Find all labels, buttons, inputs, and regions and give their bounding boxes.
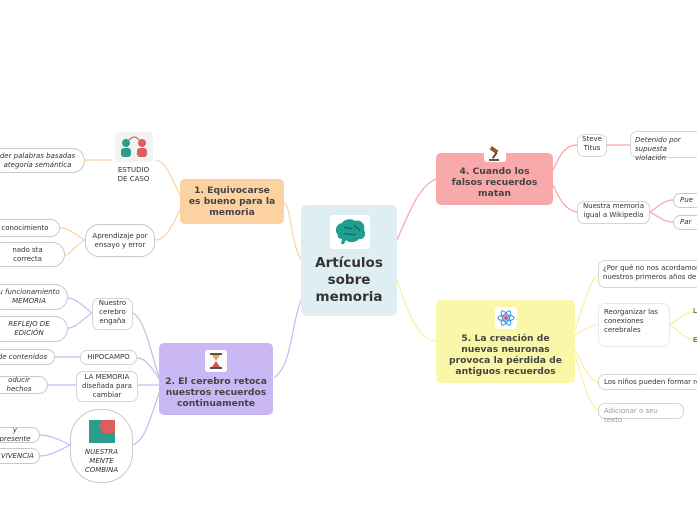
puzzle-icon (88, 419, 115, 443)
gavel-icon (483, 146, 506, 162)
topic-2[interactable]: 2. El cerebro retoca nuestros recuerdos … (159, 343, 273, 415)
hipocampo-leaf[interactable]: de contenidos (0, 349, 55, 365)
people-icon (114, 132, 153, 162)
wiki-leaf-1[interactable]: Pue (673, 193, 697, 208)
hipocampo-node[interactable]: HIPOCAMPO (80, 350, 137, 365)
reorganizar-node[interactable]: Reorganizar las conexiones cerebrales (598, 303, 670, 347)
estudio-de-caso-label: ESTUDIO DE CASO (117, 166, 150, 183)
topic-1[interactable]: 1. Equivocarse es bueno para la memoria (180, 179, 284, 224)
estudio-leaf[interactable]: der palabras basadas ategoría semántica (0, 148, 85, 173)
engana-leaf-1[interactable]: u funcionamiento MEMORIA (0, 284, 68, 310)
conocimiento-leaf[interactable]: conocimiento (0, 219, 60, 237)
central-topic[interactable]: Artículos sobre memoria (301, 205, 397, 316)
hourglass-icon (205, 350, 227, 372)
topic-4-title: 4. Cuando los falsos recuerdos matan (451, 166, 538, 199)
memoria-leaf[interactable]: oducir hechos (0, 376, 48, 394)
atom-icon (494, 307, 517, 329)
cerebro-engana-node[interactable]: Nuestro cerebro engaña (92, 298, 133, 330)
steve-leaf[interactable]: Detenido por supuesta violación (630, 131, 697, 162)
topic-2-title: 2. El cerebro retoca nuestros recuerdos … (165, 376, 267, 409)
aprendizaje-node[interactable]: Aprendizaje por ensayo y error (85, 224, 155, 257)
mente-combina-node[interactable]: NUESTRA MENTE COMBINA (70, 409, 133, 483)
topic-4[interactable]: 4. Cuando los falsos recuerdos matan (436, 146, 553, 205)
combina-leaf-2[interactable]: RVIVENCIA (0, 448, 40, 464)
wiki-leaf-2[interactable]: Par (673, 215, 697, 230)
steve-titus-node[interactable]: Steve Titus (577, 134, 607, 157)
reorg-leaf-1[interactable]: L (693, 307, 697, 315)
porque-node[interactable]: ¿Por qué no nos acordamos nuestros prime… (598, 260, 697, 288)
estudio-de-caso-node[interactable]: ESTUDIO DE CASO (112, 132, 155, 190)
add-text-placeholder[interactable]: Adicionar o seu texto (598, 403, 684, 424)
ninos-node[interactable]: Los niños pueden formar re (598, 374, 697, 390)
wikipedia-node[interactable]: Nuestra memoria igual a Wikipedia (577, 201, 650, 224)
topic-1-title: 1. Equivocarse es bueno para la memoria (188, 185, 276, 218)
mente-combina-label: NUESTRA MENTE COMBINA (84, 447, 119, 474)
combina-leaf-1[interactable]: y presente (0, 426, 40, 443)
topic-5[interactable]: 5. La creación de nuevas neuronas provoc… (436, 300, 575, 383)
reorg-leaf-2[interactable]: E (693, 336, 697, 344)
central-topic-title: Artículos sobre memoria (315, 255, 383, 305)
memoria-cambiar-node[interactable]: LA MEMORIA diseñada para cambiar (76, 371, 138, 402)
topic-5-title: 5. La creación de nuevas neuronas provoc… (449, 333, 562, 377)
engana-leaf-2[interactable]: REFLEJO DE EDICIÓN (0, 316, 68, 342)
brain-icon (330, 215, 370, 249)
respuesta-leaf[interactable]: nado sta correcta (0, 242, 65, 267)
